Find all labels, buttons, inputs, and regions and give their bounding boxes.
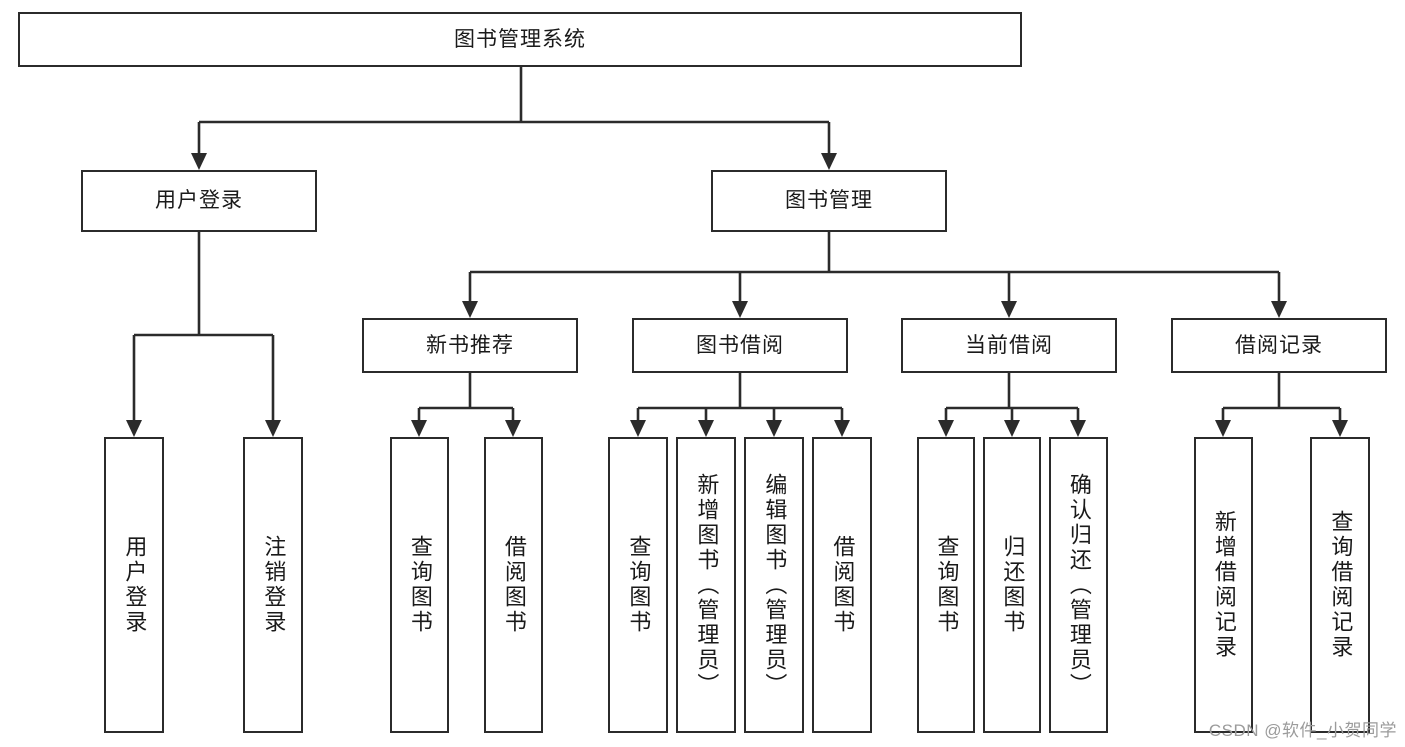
node-label: 新增借阅记录 (1211, 510, 1237, 660)
node-label: 查询图书 (626, 535, 652, 635)
leaf-node-borrow-book[interactable]: 借阅图书 (812, 437, 872, 733)
node-label: 图书管理 (785, 189, 873, 213)
node-label: 查询图书 (407, 535, 433, 635)
node-book-manage[interactable]: 图书管理 (711, 170, 947, 232)
leaf-node-add-borrow-record[interactable]: 新增借阅记录 (1194, 437, 1253, 733)
leaf-node-borrow-book-rec[interactable]: 借阅图书 (484, 437, 543, 733)
leaf-node-query-book-rec[interactable]: 查询图书 (390, 437, 449, 733)
node-user-login[interactable]: 用户登录 (81, 170, 317, 232)
node-label: 借阅图书 (501, 535, 527, 635)
node-new-book-recommend[interactable]: 新书推荐 (362, 318, 578, 373)
node-current-borrow[interactable]: 当前借阅 (901, 318, 1117, 373)
node-label: 确认归还（管理员） (1066, 472, 1092, 698)
node-label: 编辑图书（管理员） (762, 472, 788, 698)
leaf-node-logout[interactable]: 注销登录 (243, 437, 303, 733)
leaf-node-return-book[interactable]: 归还图书 (983, 437, 1041, 733)
node-label: 当前借阅 (965, 333, 1053, 357)
node-label: 查询图书 (934, 535, 960, 635)
node-root-system[interactable]: 图书管理系统 (18, 12, 1022, 67)
node-borrow-record[interactable]: 借阅记录 (1171, 318, 1387, 373)
node-book-borrow[interactable]: 图书借阅 (632, 318, 848, 373)
node-label: 借阅图书 (830, 535, 856, 635)
leaf-node-query-book-borrow[interactable]: 查询图书 (608, 437, 668, 733)
node-label: 借阅记录 (1235, 333, 1323, 357)
leaf-node-edit-book-admin[interactable]: 编辑图书（管理员） (744, 437, 804, 733)
leaf-node-query-borrow-record[interactable]: 查询借阅记录 (1310, 437, 1370, 733)
leaf-node-query-book-current[interactable]: 查询图书 (917, 437, 975, 733)
node-label: 新增图书（管理员） (694, 472, 720, 698)
node-label: 用户登录 (122, 535, 148, 635)
leaf-node-user-login[interactable]: 用户登录 (104, 437, 164, 733)
node-label: 图书借阅 (696, 333, 784, 357)
node-label: 查询借阅记录 (1328, 510, 1354, 660)
leaf-node-add-book-admin[interactable]: 新增图书（管理员） (676, 437, 736, 733)
node-label: 新书推荐 (426, 333, 514, 357)
node-label: 注销登录 (261, 535, 287, 635)
leaf-node-confirm-return-admin[interactable]: 确认归还（管理员） (1049, 437, 1108, 733)
node-label: 用户登录 (155, 189, 243, 213)
node-label: 归还图书 (1000, 535, 1026, 635)
node-label: 图书管理系统 (454, 27, 586, 51)
